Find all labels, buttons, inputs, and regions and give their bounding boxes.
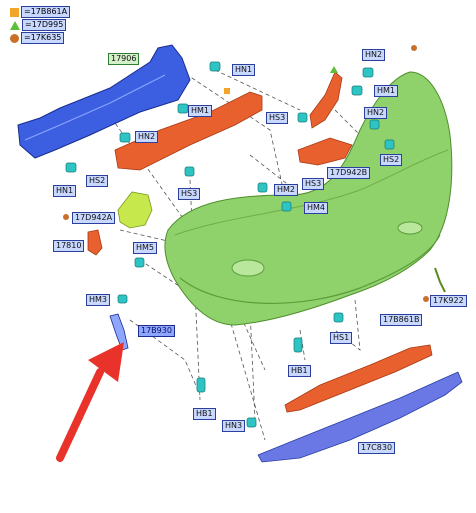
upper-bracket-left bbox=[114, 91, 263, 171]
label-hm3[interactable]: HM3 bbox=[86, 294, 111, 306]
bracket-17b930 bbox=[109, 313, 129, 351]
clips bbox=[65, 61, 395, 428]
label-17d942b[interactable]: 17D942B bbox=[327, 167, 371, 179]
reflector-left bbox=[231, 259, 265, 277]
legend-item-17k635: =17K635 bbox=[10, 32, 65, 44]
rear-diffuser bbox=[257, 371, 463, 463]
label-hs2-right[interactable]: HS2 bbox=[380, 154, 403, 166]
label-hb1-bottom[interactable]: HB1 bbox=[193, 408, 216, 420]
bumper-lower-edge bbox=[179, 234, 441, 304]
legend-item-17d995: =17D995 bbox=[10, 19, 67, 31]
marker-square bbox=[224, 88, 230, 94]
label-hm4[interactable]: HM4 bbox=[304, 202, 329, 214]
triangle-icon bbox=[10, 20, 20, 30]
label-hm1-right[interactable]: HM1 bbox=[374, 85, 399, 97]
label-hn1-left[interactable]: HN1 bbox=[53, 185, 77, 197]
circle-icon bbox=[10, 33, 19, 43]
marker-circle-top bbox=[411, 45, 417, 51]
label-hm5[interactable]: HM5 bbox=[133, 242, 158, 254]
label-hn2-top-right[interactable]: HN2 bbox=[362, 49, 386, 61]
sensor-wire bbox=[434, 267, 446, 293]
label-hn1-top[interactable]: HN1 bbox=[232, 64, 256, 76]
legend-item-17b861a: =17B861A bbox=[10, 6, 71, 18]
label-hn2-right[interactable]: HN2 bbox=[364, 107, 388, 119]
label-17d942a[interactable]: 17D942A bbox=[72, 212, 116, 224]
marker-triangle bbox=[330, 66, 338, 73]
label-17k922[interactable]: 17K922 bbox=[430, 295, 467, 307]
label-17c830[interactable]: 17C830 bbox=[358, 442, 396, 454]
side-bracket-left bbox=[117, 191, 153, 229]
label-hn2-left[interactable]: HN2 bbox=[135, 131, 159, 143]
label-hs2-left[interactable]: HS2 bbox=[86, 175, 109, 187]
label-17b861b[interactable]: 17B861B bbox=[380, 314, 423, 326]
impact-beam bbox=[17, 44, 191, 159]
label-hm1-left[interactable]: HM1 bbox=[188, 105, 213, 117]
square-icon bbox=[10, 7, 19, 17]
lower-absorber bbox=[284, 344, 433, 413]
side-bracket-upper-right bbox=[309, 71, 343, 129]
marker-circle-left bbox=[63, 214, 69, 220]
red-arrow-icon bbox=[56, 342, 124, 462]
bumper-upper-crease bbox=[174, 149, 449, 236]
label-17906[interactable]: 17906 bbox=[108, 53, 140, 65]
side-bracket-right bbox=[297, 137, 353, 166]
label-hs3-left[interactable]: HS3 bbox=[178, 188, 201, 200]
label-hn3[interactable]: HN3 bbox=[222, 420, 246, 432]
label-17b930[interactable]: 17B930 bbox=[138, 325, 175, 337]
label-hm2[interactable]: HM2 bbox=[274, 184, 299, 196]
label-17810[interactable]: 17810 bbox=[53, 240, 85, 252]
marker-circle-right bbox=[423, 296, 429, 302]
reflector-right bbox=[397, 221, 423, 235]
impact-beam-ridge bbox=[24, 74, 166, 141]
label-hs3-center[interactable]: HS3 bbox=[302, 178, 325, 190]
label-hs3-right[interactable]: HS3 bbox=[266, 112, 289, 124]
bracket-17810 bbox=[87, 229, 103, 256]
label-hb1-center[interactable]: HB1 bbox=[288, 365, 311, 377]
label-hs1[interactable]: HS1 bbox=[330, 332, 353, 344]
